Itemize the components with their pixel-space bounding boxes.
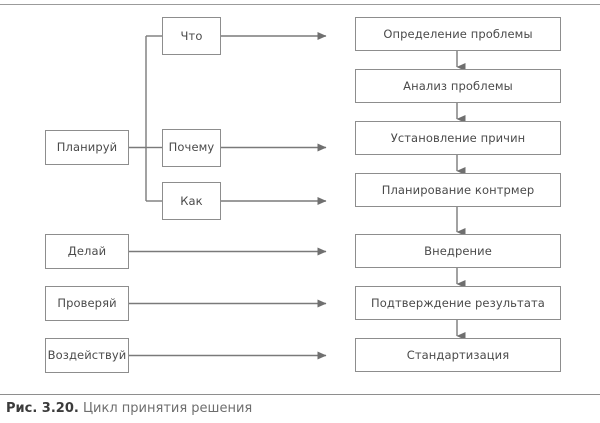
step-box-cause-identification[interactable]: Установление причин [355, 121, 561, 155]
question-box-how[interactable]: Как [162, 182, 221, 220]
stage-box-plan[interactable]: Планируй [45, 130, 129, 165]
bottom-divider-rule [0, 394, 600, 395]
step-box-standardization[interactable]: Стандартизация [355, 338, 561, 372]
step-box-countermeasure-planning[interactable]: Планирование контрмер [355, 173, 561, 207]
top-divider-rule [0, 4, 600, 5]
figure-caption-text: Цикл принятия решения [82, 401, 253, 416]
stage-box-act[interactable]: Воздействуй [45, 338, 129, 373]
stage-box-do[interactable]: Делай [45, 234, 129, 269]
step-box-result-confirmation[interactable]: Подтверждение результата [355, 286, 561, 320]
step-box-problem-definition[interactable]: Определение проблемы [355, 17, 561, 51]
question-box-what[interactable]: Что [162, 17, 221, 55]
stage-box-check[interactable]: Проверяй [45, 286, 129, 321]
step-box-problem-analysis[interactable]: Анализ проблемы [355, 69, 561, 103]
connector-lines [129, 32, 466, 360]
figure-caption: Рис. 3.20. Цикл принятия решения [6, 401, 252, 416]
step-box-implementation[interactable]: Внедрение [355, 234, 561, 268]
figure-caption-number: Рис. 3.20. [6, 401, 79, 416]
question-box-why[interactable]: Почему [162, 128, 221, 167]
